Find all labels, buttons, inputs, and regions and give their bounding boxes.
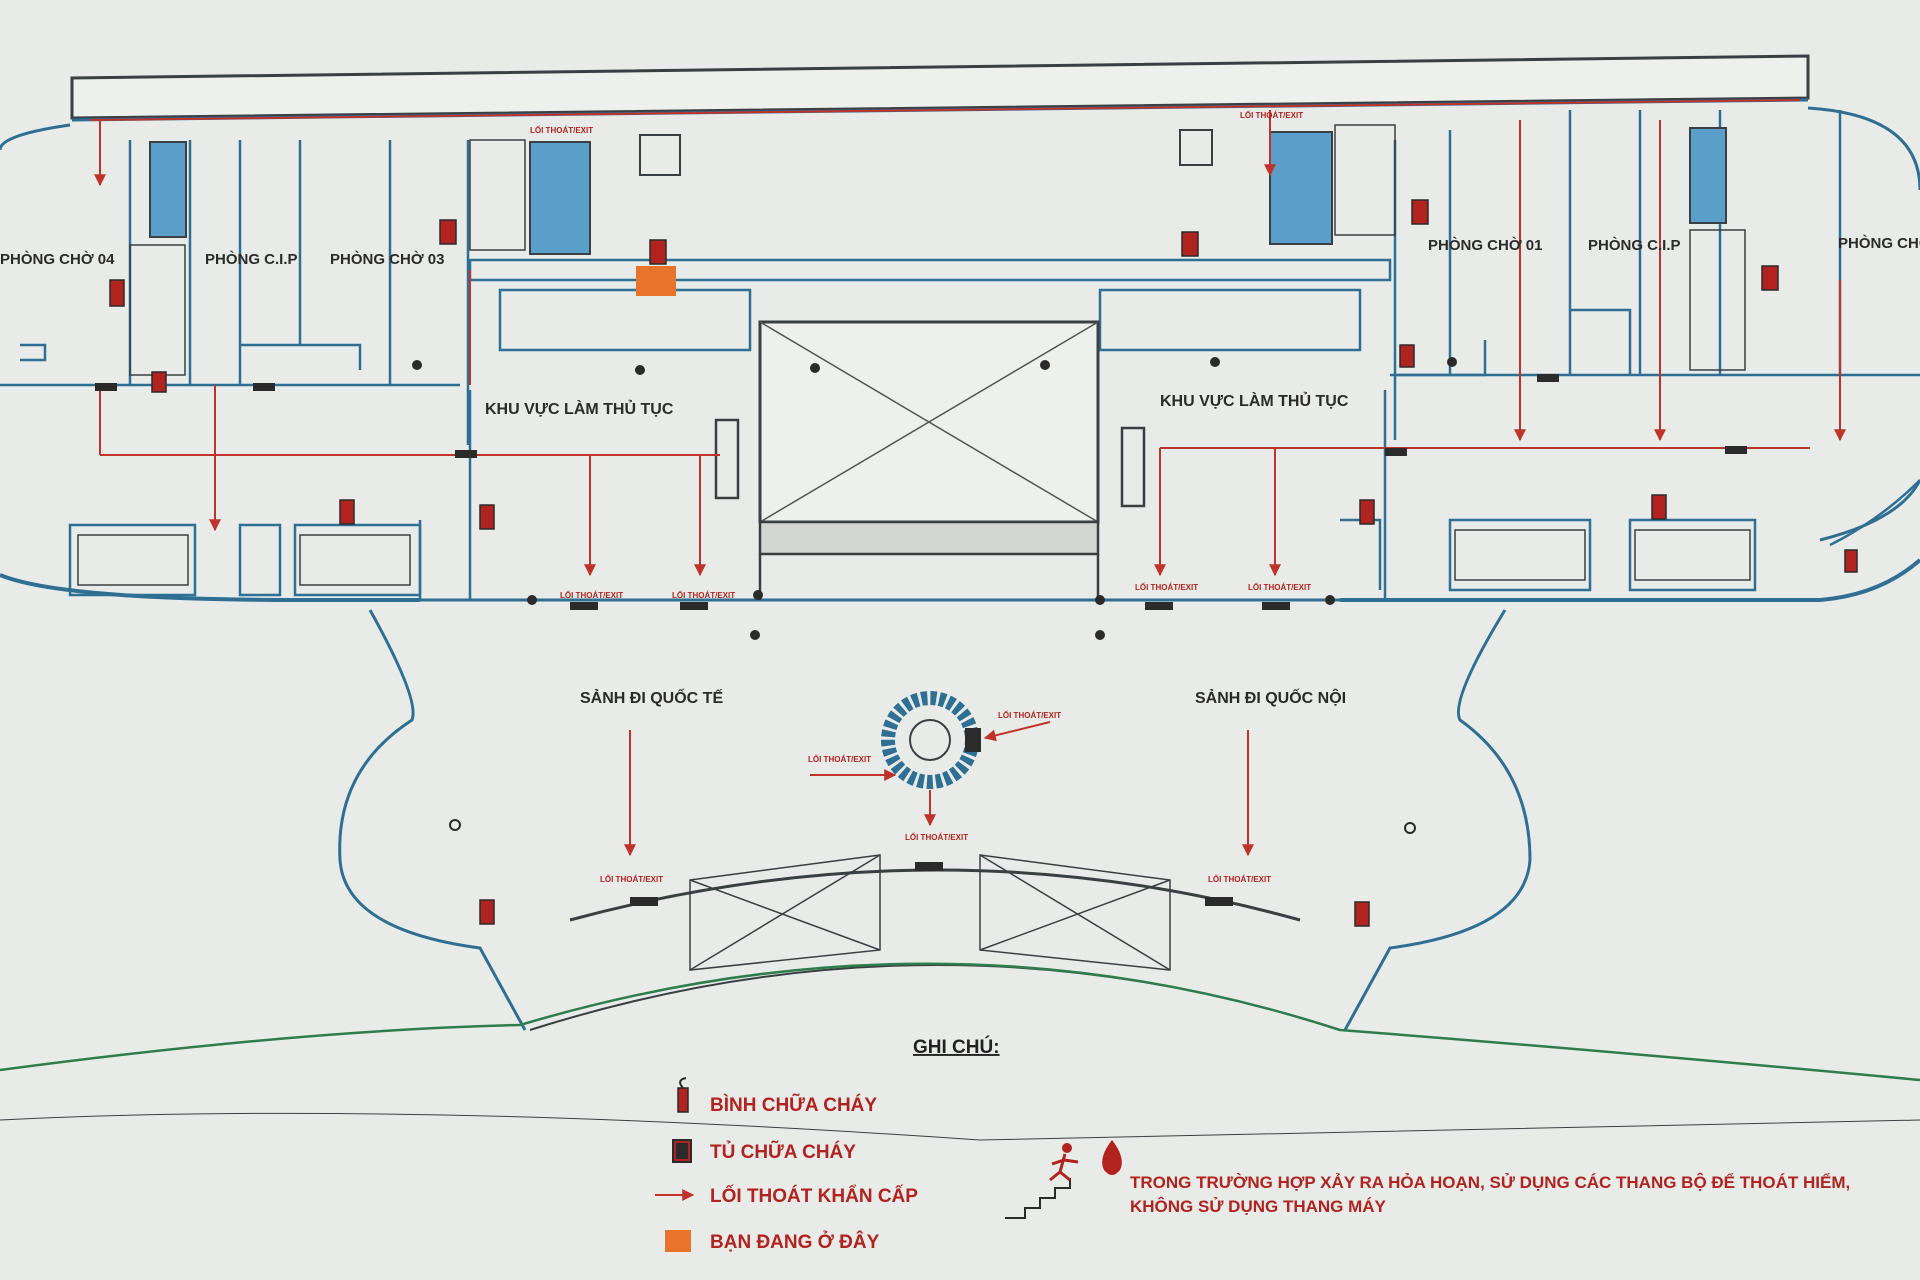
room-label-wait-right: PHÒNG CHỜ bbox=[1838, 234, 1920, 252]
exit-label: LỐI THOÁT/EXIT bbox=[560, 590, 623, 600]
exit-label: LỐI THOÁT/EXIT bbox=[1248, 582, 1311, 592]
exit-label: LỐI THOÁT/EXIT bbox=[998, 710, 1061, 720]
lift-4 bbox=[1689, 127, 1727, 224]
exit-label: LỐI THOÁT/EXIT bbox=[530, 125, 593, 135]
exit-label: LỐI THOÁT/EXIT bbox=[1208, 874, 1271, 884]
central-core bbox=[468, 258, 1392, 600]
route-upper-main bbox=[89, 99, 1801, 121]
outer-curve-right bbox=[1807, 106, 1920, 191]
area-label-lobby-dom: SẢNH ĐI QUỐC NỘI bbox=[1195, 687, 1346, 707]
exit-label: LỐI THOÁT/EXIT bbox=[808, 754, 871, 764]
roof-outline bbox=[70, 54, 1810, 120]
fire-extinguisher-icon bbox=[677, 1077, 689, 1113]
room-label-cip-right: PHÒNG C.I.P bbox=[1588, 236, 1681, 254]
you-are-here-marker bbox=[636, 266, 676, 296]
legend-title: GHI CHÚ: bbox=[913, 1036, 1000, 1058]
fire-cabinet-icon bbox=[672, 1139, 692, 1163]
spiral-staircase bbox=[881, 691, 981, 789]
void-edge bbox=[758, 520, 1100, 556]
exit-doors bbox=[95, 374, 1747, 906]
legend-label-extinguisher: BÌNH CHỮA CHÁY bbox=[710, 1094, 877, 1116]
running-stairs-fire-icon bbox=[1005, 1140, 1122, 1219]
lift-shafts bbox=[149, 127, 1727, 255]
legend-note-line2: KHÔNG SỬ DỤNG THANG MÁY bbox=[1130, 1197, 1387, 1216]
exit-label: LỐI THOÁT/EXIT bbox=[1135, 582, 1198, 592]
outer-curve-left bbox=[0, 123, 71, 151]
stair-core-2 bbox=[1179, 129, 1213, 166]
legend: GHI CHÚ: BÌNH CHỮA CHÁY TỦ CHỮA CHÁY LỐI… bbox=[655, 1036, 1850, 1253]
entry-canopy bbox=[689, 854, 1171, 971]
legend-note-line1: TRONG TRƯỜNG HỢP XẢY RA HỎA HOẠN, SỬ DỤN… bbox=[1130, 1173, 1850, 1192]
evacuation-routes bbox=[89, 99, 1846, 857]
legend-label-exit: LỐI THOÁT KHẨN CẤP bbox=[710, 1185, 918, 1207]
legend-label-here: BẠN ĐANG Ở ĐÂY bbox=[710, 1231, 880, 1253]
you-are-here-icon bbox=[665, 1230, 691, 1252]
room-labels: PHÒNG CHỜ 04 PHÒNG C.I.P PHÒNG CHỜ 03 PH… bbox=[0, 234, 1920, 268]
legend-label-cabinet: TỦ CHỮA CHÁY bbox=[710, 1141, 856, 1163]
road-lower bbox=[0, 1112, 1920, 1141]
exit-label: LỐI THOÁT/EXIT bbox=[672, 590, 735, 600]
structural-columns bbox=[412, 357, 1457, 834]
lift-1 bbox=[149, 141, 187, 238]
room-label-wait-04: PHÒNG CHỜ 04 bbox=[0, 250, 115, 268]
room-label-wait-01: PHÒNG CHỜ 01 bbox=[1428, 236, 1543, 254]
exit-labels: LỐI THOÁT/EXIT LỐI THOÁT/EXIT LỐI THOÁT/… bbox=[530, 110, 1311, 884]
room-label-wait-03: PHÒNG CHỜ 03 bbox=[330, 250, 445, 268]
fire-equipment bbox=[109, 199, 1858, 927]
toilet-blocks bbox=[77, 124, 1751, 586]
bottom-facade-right bbox=[1340, 558, 1920, 602]
lift-3 bbox=[1269, 131, 1333, 245]
area-label-lobby-intl: SẢNH ĐI QUỐC TẾ bbox=[580, 687, 723, 707]
exit-label: LỐI THOÁT/EXIT bbox=[1240, 110, 1303, 120]
right-curve-end bbox=[1819, 479, 1920, 542]
area-label-checkin-right: KHU VỰC LÀM THỦ TỤC bbox=[1160, 391, 1349, 410]
area-labels: KHU VỰC LÀM THỦ TỤC KHU VỰC LÀM THỦ TỤC … bbox=[485, 391, 1349, 707]
room-label-cip-left: PHÒNG C.I.P bbox=[205, 250, 298, 268]
lift-2 bbox=[529, 141, 591, 255]
exit-label: LỐI THOÁT/EXIT bbox=[600, 874, 663, 884]
stair-core-1 bbox=[639, 134, 681, 176]
area-label-checkin-left: KHU VỰC LÀM THỦ TỤC bbox=[485, 399, 674, 418]
road-edge bbox=[0, 962, 1920, 1082]
exit-label: LỐI THOÁT/EXIT bbox=[905, 832, 968, 842]
route-to-stairs-1 bbox=[983, 721, 1051, 742]
